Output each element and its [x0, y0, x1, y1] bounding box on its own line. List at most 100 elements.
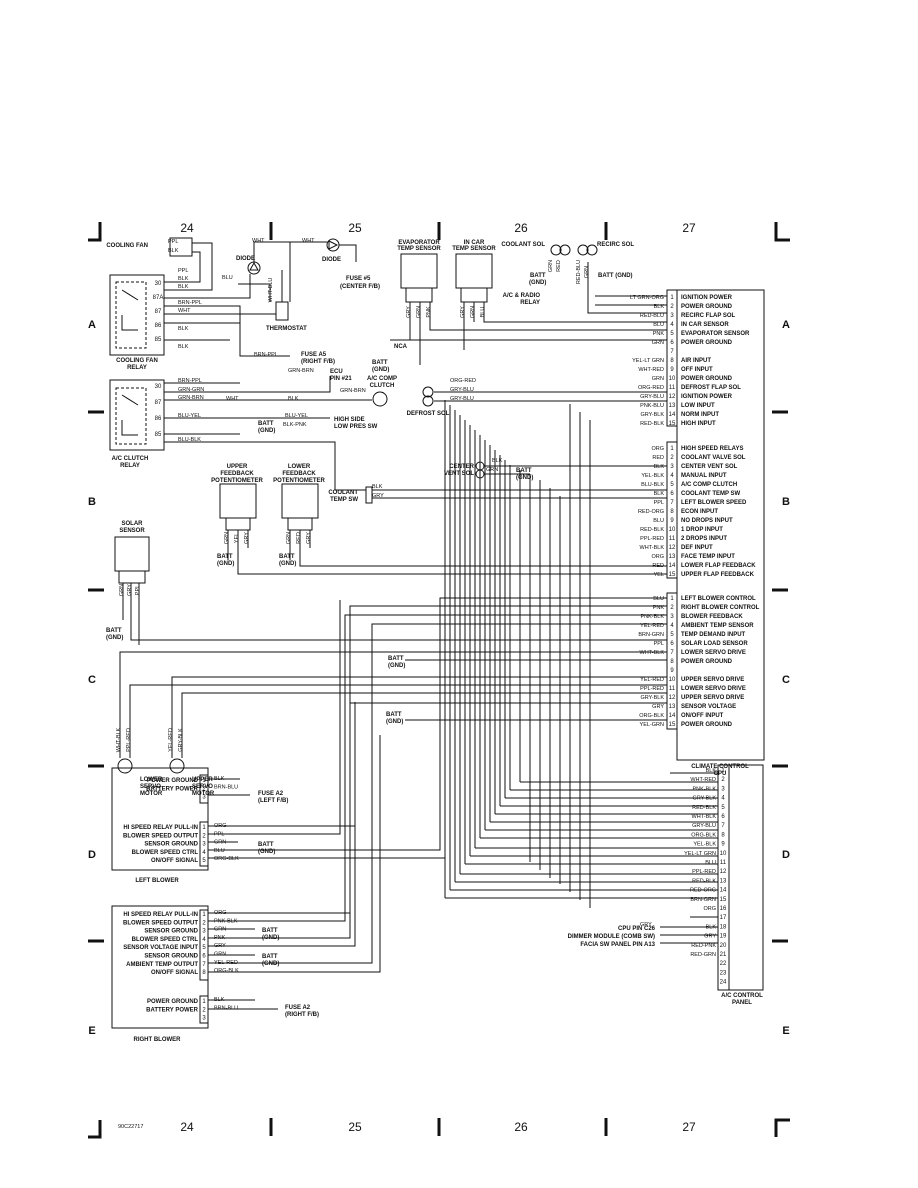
cf-relay-pin-85: 85 [155, 337, 162, 343]
right-blower-signal-label-1: HI SPEED RELAY PULL-IN [123, 912, 198, 918]
ac-relay-pin-86: 86 [155, 416, 162, 422]
panel-wire-18: BLK [706, 924, 717, 930]
wire-label: BLK [178, 284, 189, 290]
ac-clutch-relay-label: A/C CLUTCH [112, 456, 149, 462]
cpu-c-pin-10: 10 [669, 677, 676, 683]
cpu-b-wire-10: RED-BLK [640, 527, 664, 533]
cpu-c-label-12: UPPER SERVO DRIVE [681, 695, 744, 701]
ac-comp-clutch-label: CLUTCH [370, 383, 395, 389]
coolant-wire: GRN [548, 260, 554, 272]
cpu-b-label-15: UPPER FLAP FEEDBACK [681, 572, 755, 578]
left-blower-signal-label-5: ON/OFF SIGNAL [151, 858, 198, 864]
wire-label: BLK [372, 484, 383, 490]
cpu-b-wire-4: YEL-BLK [641, 473, 664, 479]
lower-servo-wire: PPL-RED [126, 728, 132, 752]
panel-pin-23: 23 [720, 970, 727, 976]
left-blower-signal-pin-5: 5 [202, 858, 206, 864]
cpu-c-pin-7: 7 [670, 650, 674, 656]
in-car-sensor-label: TEMP SENSOR [452, 246, 496, 252]
column-number-bottom-26: 26 [514, 1120, 528, 1134]
cpu-b-wire-15: YEL [654, 572, 664, 578]
gnd-label: (GND) [258, 849, 275, 855]
wire-label: BLU-YEL [285, 413, 308, 419]
cpu-b-wire-7: PPL [654, 500, 664, 506]
left-blower-power-pin-3: 3 [202, 795, 206, 801]
row-letter-A: A [88, 319, 96, 331]
wire-label: BLK [178, 276, 189, 282]
high-side-sw-label: HIGH SIDE [334, 417, 365, 423]
cf-relay-pin-86: 86 [155, 323, 162, 329]
cpu-c-label-5: TEMP DEMAND INPUT [681, 632, 746, 638]
cpu-b-wire-11: PPL-RED [640, 536, 664, 542]
cpu-a-label-2: POWER GROUND [681, 304, 733, 310]
gnd-label: (GND) [217, 561, 234, 567]
cpu-b-wire-12: WHT-BLK [640, 545, 665, 551]
wire-label: GRY-BLU [450, 387, 474, 393]
batt-ground-label: BATT [258, 842, 274, 848]
panel-pin-9: 9 [721, 842, 725, 848]
upper-servo-label: SERVO [192, 784, 213, 790]
cpu-c-label-2: RIGHT BLOWER CONTROL [681, 605, 760, 611]
gnd-label: (GND) [372, 367, 389, 373]
wire-label: WHT [178, 308, 191, 314]
cpu-c-wire-15: YEL-GRN [640, 722, 664, 728]
cpu-c-wire-3: PNK-BLK [640, 614, 664, 620]
cpu-a-label-1: IGNITION POWER [681, 295, 733, 301]
ac-relay-pin-87: 87 [155, 400, 162, 406]
defrost-sol-label: DEFROST SOL [407, 411, 450, 417]
fuse-a2-location: (LEFT F/B) [258, 798, 288, 804]
cpu-a-label-12: IGNITION POWER [681, 394, 733, 400]
solar-sensor-label: SOLAR [122, 521, 144, 527]
column-number-bottom-24: 24 [180, 1120, 194, 1134]
cpu-a-pin-12: 12 [669, 394, 676, 400]
cpu-a-wire-4: BLU [653, 322, 664, 328]
cpu-c-label-15: POWER GROUND [681, 722, 733, 728]
wire-label: ORG-RED [450, 378, 476, 384]
lower-pot-label: LOWER [288, 464, 311, 470]
cpu-c-label-13: SENSOR VOLTAGE [681, 704, 736, 710]
gnd-label: (GND) [386, 719, 403, 725]
left-blower-signal-pin-1: 1 [202, 825, 206, 831]
cpu-b-pin-3: 3 [670, 464, 674, 470]
cpu-c-pin-15: 15 [669, 722, 676, 728]
cpu-c-label-7: LOWER SERVO DRIVE [681, 650, 746, 656]
ac-panel-label: PANEL [732, 1000, 752, 1006]
batt-ground-label: BATT [386, 712, 402, 718]
lower-servo-label: LOWER [140, 777, 163, 783]
left-blower-power-pin-2: 2 [202, 786, 206, 792]
right-blower-signal-pin-7: 7 [202, 962, 206, 968]
right-blower-signal-pin-6: 6 [202, 954, 206, 960]
right-blower-signal-label-6: SENSOR GROUND [144, 954, 198, 960]
fuse-a5-label: FUSE A5 [301, 352, 327, 358]
column-number-bottom-27: 27 [682, 1120, 696, 1134]
column-number-25: 25 [348, 221, 362, 235]
cpu-a-label-13: LOW INPUT [681, 403, 715, 409]
cpu-a-pin-6: 6 [670, 340, 674, 346]
ecu-label: ECU [330, 369, 343, 375]
in-car-sensor-label: IN CAR [464, 240, 485, 246]
panel-pin-17: 17 [720, 915, 727, 921]
right-blower-signal-label-3: SENSOR GROUND [144, 929, 198, 935]
cpu-a-pin-9: 9 [670, 367, 674, 373]
incar-wire: GRN [470, 306, 476, 318]
recirc-wire: RED-BLU [576, 260, 582, 284]
fuse-a5-location: (RIGHT F/B) [301, 359, 335, 365]
batt-ground-label: BATT [516, 468, 532, 474]
cpu-c-pin-13: 13 [669, 704, 676, 710]
coolant-temp-sw-label: TEMP SW [330, 497, 358, 503]
batt-label: BATT [530, 273, 546, 279]
panel-wire-2: WHT-RED [690, 777, 716, 783]
right-blower-power-pin-3: 3 [202, 1016, 206, 1022]
right-blower-signal-pin-8: 8 [202, 970, 206, 976]
panel-wire-13: RED-BLK [692, 878, 716, 884]
cooling-fan-relay-label: RELAY [127, 365, 147, 371]
solar-wire: GRY [127, 584, 133, 596]
left-blower-signal-wire-4: BLU [214, 848, 225, 854]
row-letter-right-B: B [782, 496, 790, 508]
panel-pin-20: 20 [720, 943, 727, 949]
cpu-pin-c26-label: CPU PIN C26 [618, 926, 656, 932]
right-blower-signal-label-2: BLOWER SPEED OUTPUT [123, 920, 198, 926]
right-blower-power-pin-1: 1 [202, 999, 206, 1005]
wire-label: BRN-PPL [178, 378, 202, 384]
cpu-b-label-6: COOLANT TEMP SW [681, 491, 741, 497]
